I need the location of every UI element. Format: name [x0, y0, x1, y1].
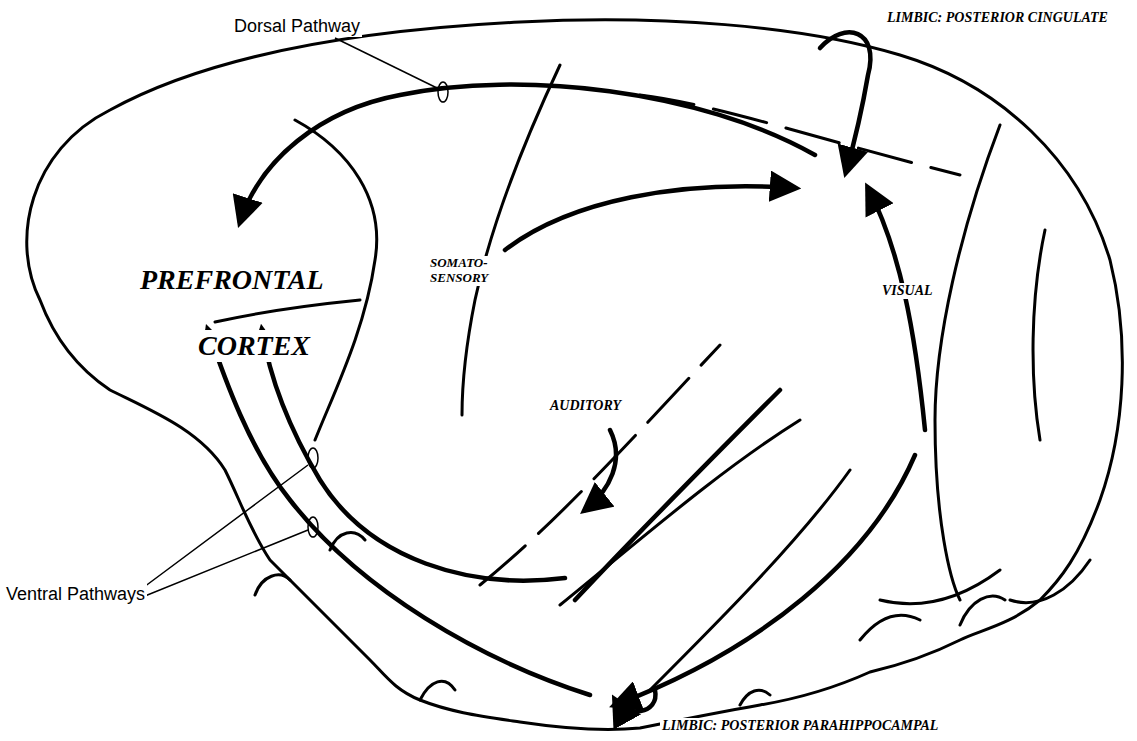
ventral-leader-ring: [308, 517, 318, 537]
region-label: LIMBIC: POSTERIOR CINGULATE: [885, 10, 1110, 26]
region-label: VISUAL: [880, 283, 935, 299]
pathway-label: Dorsal Pathway: [232, 16, 362, 37]
sylvian-fissure: [480, 345, 720, 585]
dorsal-leader-ring: [438, 82, 448, 102]
central-sulcus: [462, 65, 560, 415]
region-label: SOMATO- SENSORY: [428, 256, 512, 286]
region-label: LIMBIC: POSTERIOR PARAHIPPOCAMPAL: [660, 718, 940, 734]
auditory-arrow: [585, 430, 616, 510]
region-label: AUDITORY: [548, 398, 623, 414]
ventral-pathway-upper: [262, 330, 565, 581]
brain-outline: [27, 20, 1123, 730]
lunate-sulcus: [935, 125, 1000, 600]
cerebellum-outline: [860, 560, 1090, 640]
somatosensory-arrow: [505, 186, 795, 250]
occipital-sulcus: [1033, 230, 1045, 440]
dorsal-pathway-arrow: [240, 85, 815, 222]
pathway-label: Ventral Pathways: [4, 584, 147, 605]
cingulate-arrow: [820, 32, 870, 172]
ventral-pathway-lower: [208, 330, 590, 695]
parahippocampal-line: [575, 390, 780, 600]
parahippocampal-arrow: [615, 690, 655, 711]
region-label: CORTEX: [196, 330, 312, 362]
visual-up-arrow: [868, 188, 925, 430]
temporal-sulcus-2: [650, 470, 850, 690]
dorsal-leader: [335, 38, 437, 88]
principal-sulcus: [215, 300, 360, 322]
region-label: PREFRONTAL: [138, 264, 326, 296]
ventral-leader-ring: [308, 448, 318, 468]
visual-down-arrow: [615, 455, 915, 705]
ventral-leader: [140, 465, 308, 598]
